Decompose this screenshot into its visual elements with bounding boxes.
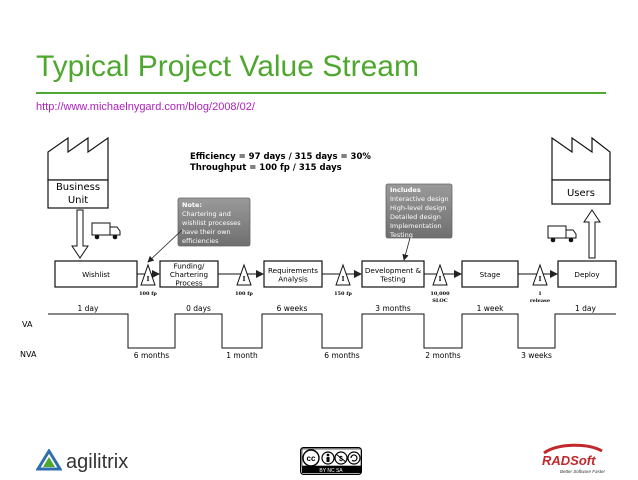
- business-unit-label-line1: Business: [56, 182, 100, 193]
- inventory-label: SLOC: [432, 298, 447, 304]
- callout-line: Testing: [389, 231, 413, 239]
- inventory-triangle-icon: I: [335, 263, 351, 286]
- nva-time-label: 3 weeks: [521, 351, 552, 360]
- process-box-label: Requirements: [268, 266, 318, 275]
- inventory-label: release: [530, 298, 550, 304]
- includes-pointer-arrow-icon: [402, 237, 411, 261]
- shipment-truck-right-icon: [547, 225, 577, 243]
- agilitrix-logo: agilitrix: [35, 448, 128, 473]
- va-time-label: 6 weeks: [277, 304, 308, 313]
- inventory-triangle-icon: I: [140, 263, 156, 286]
- callout-line: High-level design: [390, 204, 446, 212]
- process-box-label: Process: [175, 279, 203, 288]
- nva-time-label: 2 months: [425, 351, 460, 360]
- radsoft-logo: RADSoft Better Software Faster: [538, 441, 608, 475]
- process-box-label: Analysis: [278, 274, 308, 283]
- cc-badge-text: BY NC SA: [319, 468, 343, 474]
- business-unit-label-line2: Unit: [68, 195, 88, 206]
- process-box-label: Deploy: [574, 270, 600, 279]
- inventory-label: 1: [538, 291, 541, 297]
- svg-text:I: I: [147, 276, 150, 283]
- users-factory-icon: Users: [551, 136, 611, 205]
- process-box: Deploy: [557, 260, 617, 288]
- users-label: Users: [567, 188, 595, 199]
- process-box-label: Funding/: [174, 262, 206, 271]
- radsoft-tagline: Better Software Faster: [560, 469, 606, 474]
- process-box: Wishlist: [54, 260, 138, 288]
- svg-text:I: I: [243, 276, 246, 283]
- radsoft-wordmark: RADSoft: [542, 453, 596, 468]
- source-url[interactable]: http://www.michaelnygard.com/blog/2008/0…: [36, 101, 255, 113]
- process-box-label: Testing: [379, 274, 405, 283]
- title-underline: [36, 92, 606, 94]
- callout-line: Detailed design: [390, 213, 441, 221]
- callout-line: Note:: [182, 201, 202, 209]
- note-pointer-arrow-icon: [147, 229, 183, 263]
- shipment-truck-left-icon: [91, 222, 121, 240]
- radsoft-swoosh-icon: [543, 443, 603, 455]
- sa-icon: [347, 451, 361, 465]
- inventory-label: 10,000: [430, 291, 450, 297]
- inventory-triangle-icon: I: [532, 263, 548, 286]
- callout-line: Includes: [390, 186, 421, 194]
- slide-title: Typical Project Value Stream: [36, 50, 419, 83]
- nva-time-label: 1 month: [226, 351, 258, 360]
- callout-line: wishlist processes: [182, 219, 241, 227]
- process-box: Development &Testing: [361, 260, 425, 288]
- va-time-label: 1 day: [78, 304, 100, 313]
- callout-line: efficiencies: [182, 237, 219, 245]
- timeline-square-wave: [48, 313, 616, 349]
- creative-commons-badge: cc $ BY NC SA: [300, 447, 362, 475]
- inventory-label: 100 fp: [235, 291, 253, 297]
- va-time-label: 0 days: [186, 304, 211, 313]
- callout-line: have their own: [182, 228, 231, 236]
- agilitrix-wordmark: agilitrix: [66, 451, 129, 473]
- va-time-label: 3 months: [375, 304, 410, 313]
- throughput-text: Throughput = 100 fp / 315 days: [190, 163, 342, 173]
- nva-label: NVA: [20, 350, 37, 359]
- inventory-triangle-icon: I: [236, 263, 252, 286]
- inventory-label: 150 fp: [334, 291, 352, 297]
- process-box: Stage: [461, 260, 519, 288]
- va-label: VA: [22, 320, 33, 329]
- up-flow-arrow-icon: [583, 209, 601, 259]
- down-flow-arrow-icon: [71, 209, 89, 259]
- nva-time-label: 6 months: [324, 351, 359, 360]
- process-box-label: Chartering: [170, 270, 208, 279]
- inventory-triangle-icon: I: [432, 263, 448, 286]
- agilitrix-mark-icon: [35, 448, 63, 471]
- cc-icon: [302, 449, 320, 467]
- callout-line: Chartering and: [182, 210, 231, 218]
- business-unit-factory-icon: Business Unit: [47, 136, 109, 209]
- efficiency-text: Efficiency = 97 days / 315 days = 30%: [190, 152, 371, 162]
- va-time-label: 1 day: [575, 304, 597, 313]
- process-box-label: Wishlist: [82, 270, 110, 279]
- svg-text:I: I: [539, 276, 542, 283]
- nva-time-label: 6 months: [134, 351, 169, 360]
- svg-text:$: $: [339, 456, 343, 463]
- inventory-label: 100 fp: [139, 291, 157, 297]
- svg-text:I: I: [342, 276, 345, 283]
- callout-line: Implementation: [390, 222, 442, 230]
- process-box-label: Stage: [480, 270, 501, 279]
- va-time-label: 1 week: [477, 304, 505, 313]
- svg-text:I: I: [439, 276, 442, 283]
- process-box-label: Development &: [365, 266, 422, 275]
- svg-text:cc: cc: [307, 454, 316, 463]
- callout-line: Interactive design: [390, 195, 449, 203]
